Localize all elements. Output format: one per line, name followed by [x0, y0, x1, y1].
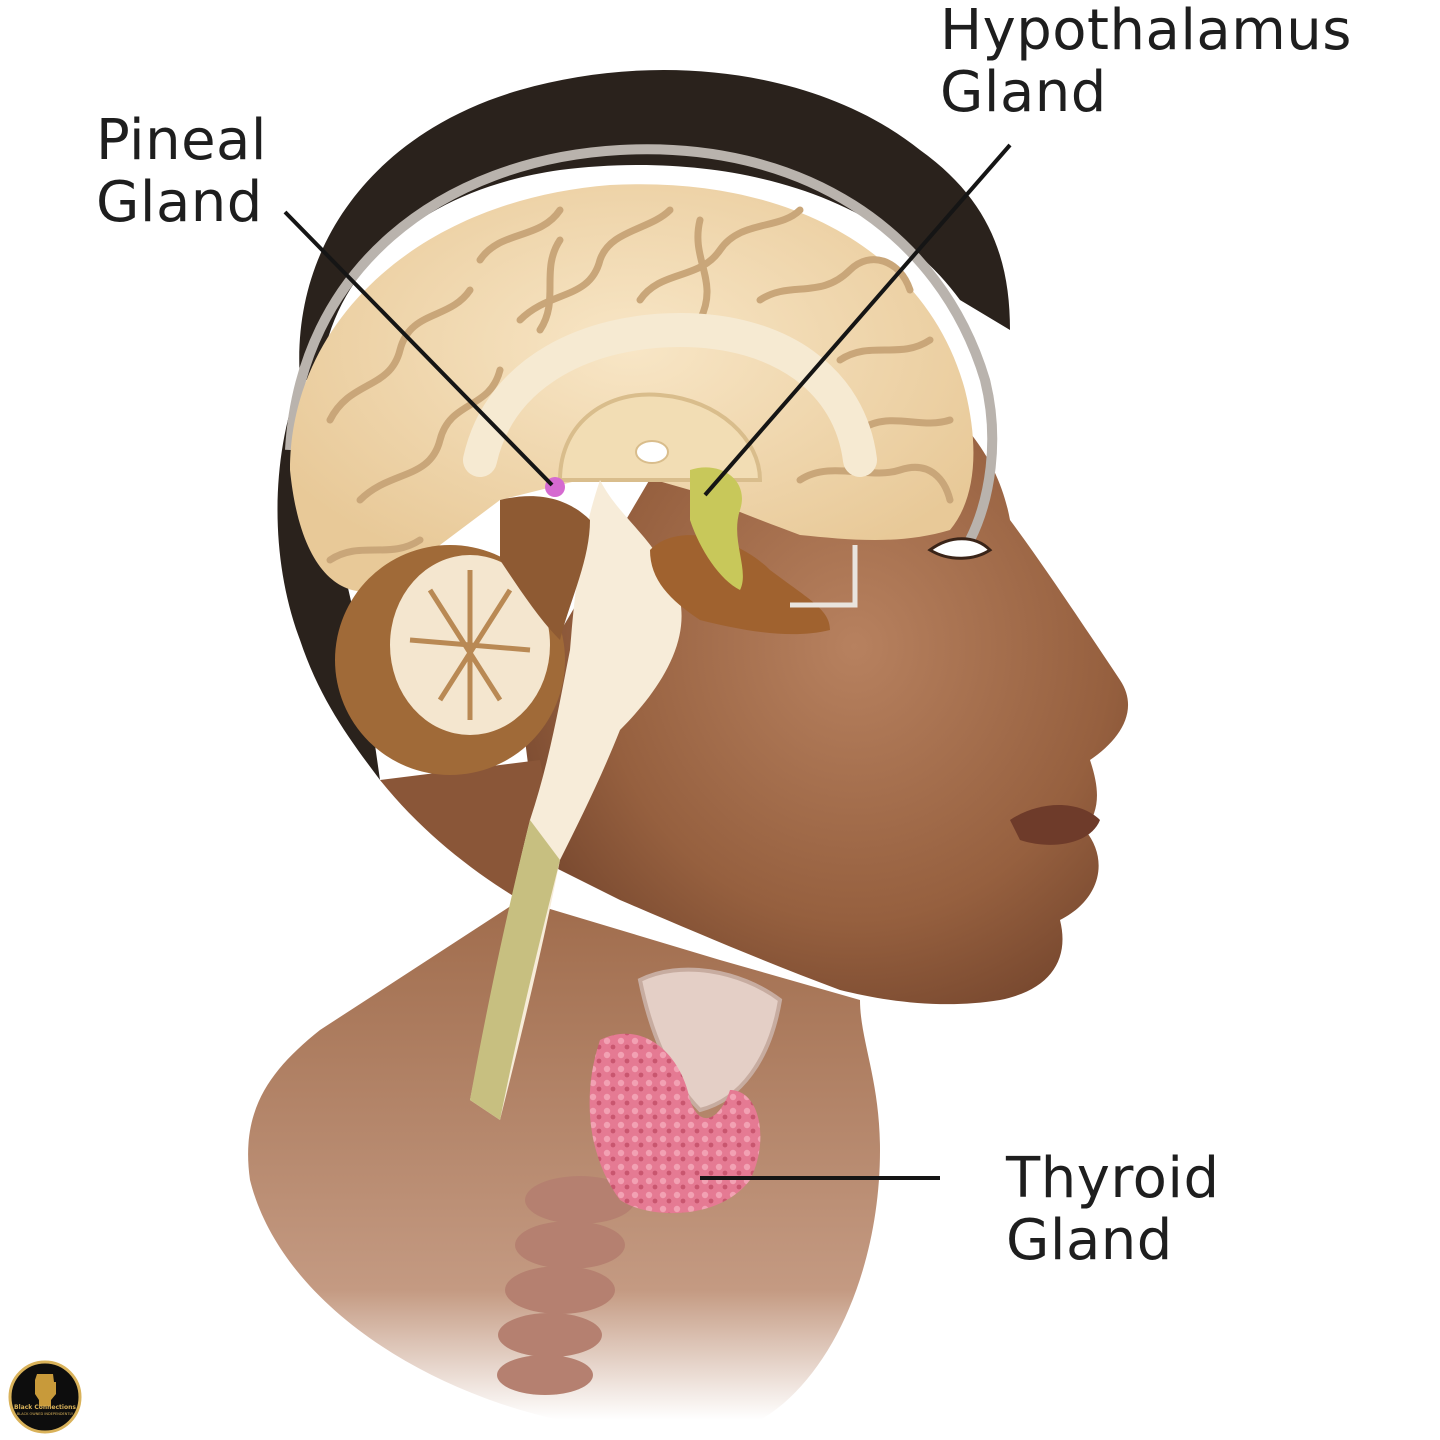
- badge-name: Black Connections: [14, 1404, 76, 1411]
- eye-bracket: [790, 545, 858, 608]
- thyroid-gland-label: Thyroid Gland: [1006, 1148, 1220, 1272]
- thalamus: [557, 392, 763, 482]
- pineal-pointer: [283, 210, 554, 487]
- hypothalamus: [690, 467, 743, 590]
- hypothalamus-label-line-2: Gland: [940, 60, 1107, 125]
- back-head-skin: [380, 760, 560, 900]
- trachea: [497, 1176, 635, 1395]
- spinal-cord: [470, 820, 560, 1120]
- brain-folds: [326, 206, 954, 564]
- thyroid: [589, 1033, 761, 1214]
- raised-fist-icon: [8, 1360, 82, 1434]
- midbrain-region: [500, 496, 590, 640]
- skull-outline: [285, 144, 998, 543]
- cerebellum: [335, 545, 565, 775]
- hypothalamus-label-line-1: Hypothalamus: [940, 0, 1352, 63]
- thyroid-label-line-2: Gland: [1006, 1208, 1173, 1273]
- hypothalamus-gland-label: Hypothalamus Gland: [940, 0, 1352, 124]
- brand-badge: Black Connections BLACK OWNED INDEPENDEN…: [4, 1360, 86, 1434]
- pineal-label-line-1: Pineal: [96, 108, 267, 173]
- pineal-gland-label: Pineal Gland: [96, 110, 267, 234]
- hypothalamus-pointer: [703, 143, 1012, 497]
- pointer-lines: [283, 143, 1012, 1180]
- eye: [927, 537, 993, 560]
- badge-tagline: BLACK OWNED INDEPENDENTLY: [16, 1412, 74, 1416]
- thalamus-center: [635, 440, 669, 464]
- pineal-label-line-2: Gland: [96, 170, 263, 235]
- hair: [299, 70, 1010, 380]
- thyroid-label-line-1: Thyroid: [1006, 1146, 1220, 1211]
- corpus-callosum: [463, 312, 877, 477]
- lips: [1010, 805, 1100, 845]
